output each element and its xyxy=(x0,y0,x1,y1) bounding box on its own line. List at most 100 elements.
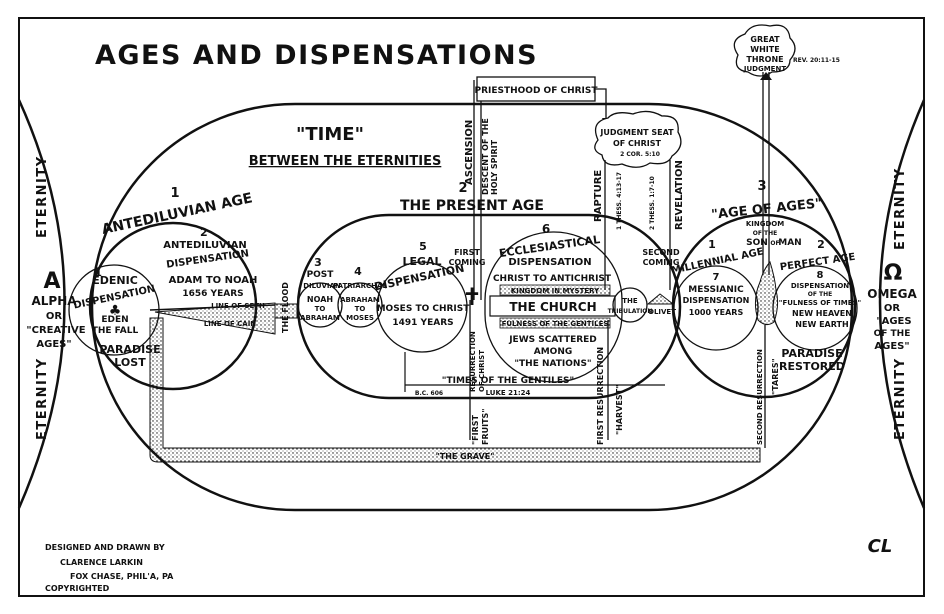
monogram-icon: CL xyxy=(868,536,893,557)
rev-ref: Rev. 20:11-15 xyxy=(793,57,840,64)
fulness-gentiles: Fulness of the Gentiles xyxy=(502,320,609,328)
thess1-ref: 1 Thess. 4:13-17 xyxy=(616,172,623,230)
fulness-2: of the xyxy=(808,291,833,298)
post-diluvian-circle xyxy=(297,282,343,328)
fulness-num: 8 xyxy=(817,270,824,281)
legal-title-1: Legal xyxy=(402,255,441,268)
kingdom-3: Son xyxy=(746,238,768,248)
time-subtitle: Between The Eternities xyxy=(249,154,442,169)
tree-icon: ♣ xyxy=(109,303,122,319)
first-fruits-2: Fruits" xyxy=(481,409,490,445)
messianic-1: Messianic xyxy=(688,285,744,295)
credits-3: Fox Chase, Phil'a, Pa xyxy=(70,572,174,581)
page-title: Ages and Dispensations xyxy=(95,40,538,71)
first-coming-1: First xyxy=(454,248,480,257)
antediluvian-years: 1656 Years xyxy=(182,289,243,299)
grave-label: "The Grave" xyxy=(436,452,495,461)
perfect-num: 2 xyxy=(817,238,825,251)
tribulation-1: The xyxy=(622,297,638,305)
olivet-mount xyxy=(646,293,675,305)
great-white-throne-cloud xyxy=(733,24,796,77)
abraham-1: Abraham xyxy=(340,296,380,304)
alpha-line-2: or xyxy=(46,311,63,322)
legal-range: Moses to Christ xyxy=(377,304,471,314)
gwt-arrowhead xyxy=(760,72,772,80)
edenic-num: 1 xyxy=(95,268,102,279)
gwt-2: White xyxy=(750,45,779,54)
descent-label-1: Descent of the xyxy=(481,118,490,195)
ecclesiastical-num: 6 xyxy=(542,222,550,236)
diluvian-label: Diluvian xyxy=(303,282,341,290)
line-of-cain: Line of Cain xyxy=(204,320,256,328)
second-resurrection-label: Second Resurrection xyxy=(756,349,764,445)
fulness-4: New Heaven xyxy=(792,309,852,318)
noah-3: Abraham xyxy=(300,314,340,322)
eternity-right-top: Eternity xyxy=(893,167,908,250)
ecclesiastical-title-2: Dispensation xyxy=(508,257,591,268)
judgment-seat-cloud xyxy=(594,110,682,168)
bc606: B.C. 606 xyxy=(415,390,443,397)
fall-label: The Fall xyxy=(92,326,139,336)
millennial-num: 1 xyxy=(708,238,716,251)
omega-line-2: or xyxy=(884,303,901,314)
kingdom-2: of the xyxy=(753,230,778,237)
omega-line-3: "Ages xyxy=(876,316,911,327)
omega-icon: Ω xyxy=(884,261,903,286)
legal-circle xyxy=(376,261,468,353)
second-coming-2: Coming xyxy=(643,258,680,267)
kingdom-5: Man xyxy=(778,238,801,248)
patriarchal-circle xyxy=(337,282,383,328)
fulness-1: Dispensation xyxy=(791,282,849,290)
seth-line xyxy=(149,304,276,311)
time-title: "Time" xyxy=(296,124,364,145)
harvest-label: "Harvest" xyxy=(615,385,624,435)
priesthood-arrow xyxy=(595,88,607,120)
fulness-5: New Earth xyxy=(795,320,848,329)
ascension-num: 2 xyxy=(458,181,467,196)
revelation-label: Revelation xyxy=(674,160,685,230)
flood-label: The Flood xyxy=(281,282,290,333)
credits-1: Designed and Drawn By xyxy=(45,543,165,552)
tribulation-circle xyxy=(612,287,648,323)
first-resurrection-label: First Resurrection xyxy=(596,347,605,445)
patriarchal-num: 4 xyxy=(354,265,362,278)
gwt-1: Great xyxy=(750,35,780,44)
paradise-lost-1: Paradise xyxy=(99,343,160,356)
jews-3: "The Nations" xyxy=(514,359,591,369)
jews-1: Jews Scattered xyxy=(508,335,597,345)
jews-2: Among xyxy=(534,347,573,357)
messianic-num: 7 xyxy=(713,272,720,283)
omega-line-4: of the xyxy=(874,329,911,339)
priesthood-label: Priesthood Of Christ xyxy=(474,86,598,96)
alpha-line-3: "Creative xyxy=(26,325,85,336)
grave-band xyxy=(149,317,761,463)
patriarchal-label: Patriarchal xyxy=(333,282,387,290)
first-coming-2: Coming xyxy=(449,258,486,267)
omega-line-5: Ages" xyxy=(874,341,909,352)
messianic-2: Dispensation xyxy=(683,296,750,305)
thess2-ref: 2 Thess. 1:7-10 xyxy=(649,176,656,230)
legal-num: 5 xyxy=(419,240,427,253)
luke-ref: Luke 21:24 xyxy=(486,389,531,397)
gwt-3: Throne xyxy=(746,55,783,64)
legal-years: 1491 Years xyxy=(392,318,453,328)
descent-label-2: Holy Spirit xyxy=(490,139,499,195)
paradise-lost-2: Lost xyxy=(114,356,146,369)
post-num: 3 xyxy=(314,256,322,269)
alpha-icon: A xyxy=(43,269,60,294)
adam-noah: Adam to Noah xyxy=(169,275,258,286)
abraham-3: Moses xyxy=(346,314,374,322)
eternity-left-top: Eternity xyxy=(35,155,50,238)
kingdom-mystery-band xyxy=(499,284,611,296)
kingdom-1: Kingdom xyxy=(746,220,784,228)
post-label: Post xyxy=(307,270,335,280)
right-eternity-arc xyxy=(878,99,926,509)
judgment-seat-ref: 2 Cor. 5:10 xyxy=(620,151,660,158)
credits-4: Copyrighted xyxy=(45,584,110,593)
christ-antichrist: Christ to Antichrist xyxy=(493,274,612,284)
lake-of-fire xyxy=(754,260,779,326)
resurrection-christ-1: Resurrection xyxy=(469,331,477,392)
fulness-gentiles-band xyxy=(499,317,611,329)
ascension-label: Ascension xyxy=(464,120,475,185)
